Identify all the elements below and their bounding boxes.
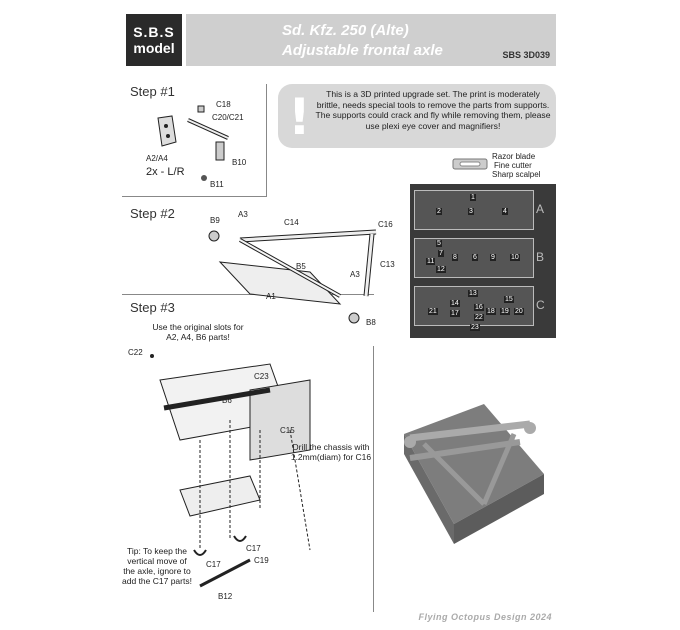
label-c20-c21: C20/C21 [212, 113, 244, 122]
brand-logo: S.B.S model [126, 14, 182, 66]
label-c23: C23 [254, 372, 269, 381]
sprue-num: 20 [514, 308, 524, 315]
sprue-num: 10 [510, 254, 520, 261]
sprue-label-c: C [536, 298, 545, 312]
step1-diagram [157, 105, 229, 181]
sprue-num: 17 [450, 310, 460, 317]
label-c15: C15 [280, 426, 295, 435]
label-b11: B11 [210, 180, 224, 189]
label-a3-top: A3 [238, 210, 248, 219]
step3-title: Step #3 [130, 300, 175, 315]
divider-step1-bottom [122, 196, 267, 197]
quantity-label: 2x - L/R [146, 166, 185, 178]
page-subtitle: Adjustable frontal axle [282, 42, 443, 59]
sprue-num: 21 [428, 308, 438, 315]
sprue-num: 15 [504, 296, 514, 303]
sprue-layout: A B C 1 2 3 4 5 6 7 8 9 10 11 12 13 14 1… [410, 184, 556, 338]
label-b8: B8 [366, 318, 376, 327]
sprue-num: 9 [490, 254, 496, 261]
warning-box: ! This is a 3D printed upgrade set. The … [278, 84, 556, 148]
sprue-num: 7 [438, 250, 444, 257]
step1-title: Step #1 [130, 84, 175, 99]
tool-sharp-scalpel: Sharp scalpel [492, 170, 541, 179]
step3-drill-note: Drill the chassis with 1.2mm(diam) for C… [290, 442, 372, 462]
sprue-num: 8 [452, 254, 458, 261]
step3-slots-note: Use the original slots for A2, A4, B6 pa… [152, 322, 244, 342]
label-c14: C14 [284, 218, 299, 227]
sprue-num: 12 [436, 266, 446, 273]
step2-diagram [208, 229, 377, 324]
tool-razor-blade: Razor blade [492, 152, 536, 161]
sprue-num: 6 [472, 254, 478, 261]
sprue-label-a: A [536, 202, 545, 216]
label-b5: B5 [296, 262, 306, 271]
sprue-num: 14 [450, 300, 460, 307]
step3-tip: Tip: To keep the vertical move of the ax… [122, 546, 192, 586]
label-b12: B12 [218, 592, 233, 601]
sprue-num: 5 [436, 240, 442, 247]
step2-title: Step #2 [130, 206, 175, 221]
logo-line-1: S.B.S [133, 24, 175, 40]
sprue-label-b: B [536, 250, 545, 264]
label-a1: A1 [266, 292, 276, 301]
logo-line-2: model [133, 40, 175, 56]
label-c18: C18 [216, 100, 231, 109]
label-c16: C16 [378, 220, 393, 229]
label-c17-right: C17 [246, 544, 261, 553]
label-a2-a4: A2/A4 [146, 154, 168, 163]
sprue-num: 11 [426, 258, 436, 265]
sprue-num: 16 [474, 304, 484, 311]
label-a3-right: A3 [350, 270, 360, 279]
sprue-num: 19 [500, 308, 510, 315]
label-b9: B9 [210, 216, 220, 225]
label-c17-left: C17 [206, 560, 221, 569]
page-title: Sd. Kfz. 250 (Alte) [282, 22, 409, 39]
title-banner: Sd. Kfz. 250 (Alte) Adjustable frontal a… [186, 14, 556, 66]
label-c13: C13 [380, 260, 395, 269]
sprue-num: 1 [470, 194, 476, 201]
sprue-num: 18 [486, 308, 496, 315]
exclamation-icon: ! [288, 88, 311, 146]
divider-step3-right [373, 346, 374, 612]
divider-step2-bottom [122, 294, 374, 295]
warning-text: This is a 3D printed upgrade set. The pr… [315, 89, 551, 131]
label-b10: B10 [232, 158, 247, 167]
sprue-num: 23 [470, 324, 480, 331]
razor-blade-icon [452, 158, 488, 170]
product-code: SBS 3D039 [502, 50, 550, 60]
sprue-num: 4 [502, 208, 508, 215]
divider-step1-right [266, 84, 267, 196]
label-c19: C19 [254, 556, 269, 565]
tool-fine-cutter: Fine cutter [494, 161, 532, 170]
footer-credit: Flying Octopus Design 2024 [418, 612, 552, 622]
sprue-num: 2 [436, 208, 442, 215]
sprue-num: 22 [474, 314, 484, 321]
assembly-render [404, 404, 544, 544]
sprue-num: 13 [468, 290, 478, 297]
label-c22: C22 [128, 348, 143, 357]
step3-diagram [150, 354, 311, 588]
label-b6: B6 [222, 396, 232, 405]
sprue-num: 3 [468, 208, 474, 215]
